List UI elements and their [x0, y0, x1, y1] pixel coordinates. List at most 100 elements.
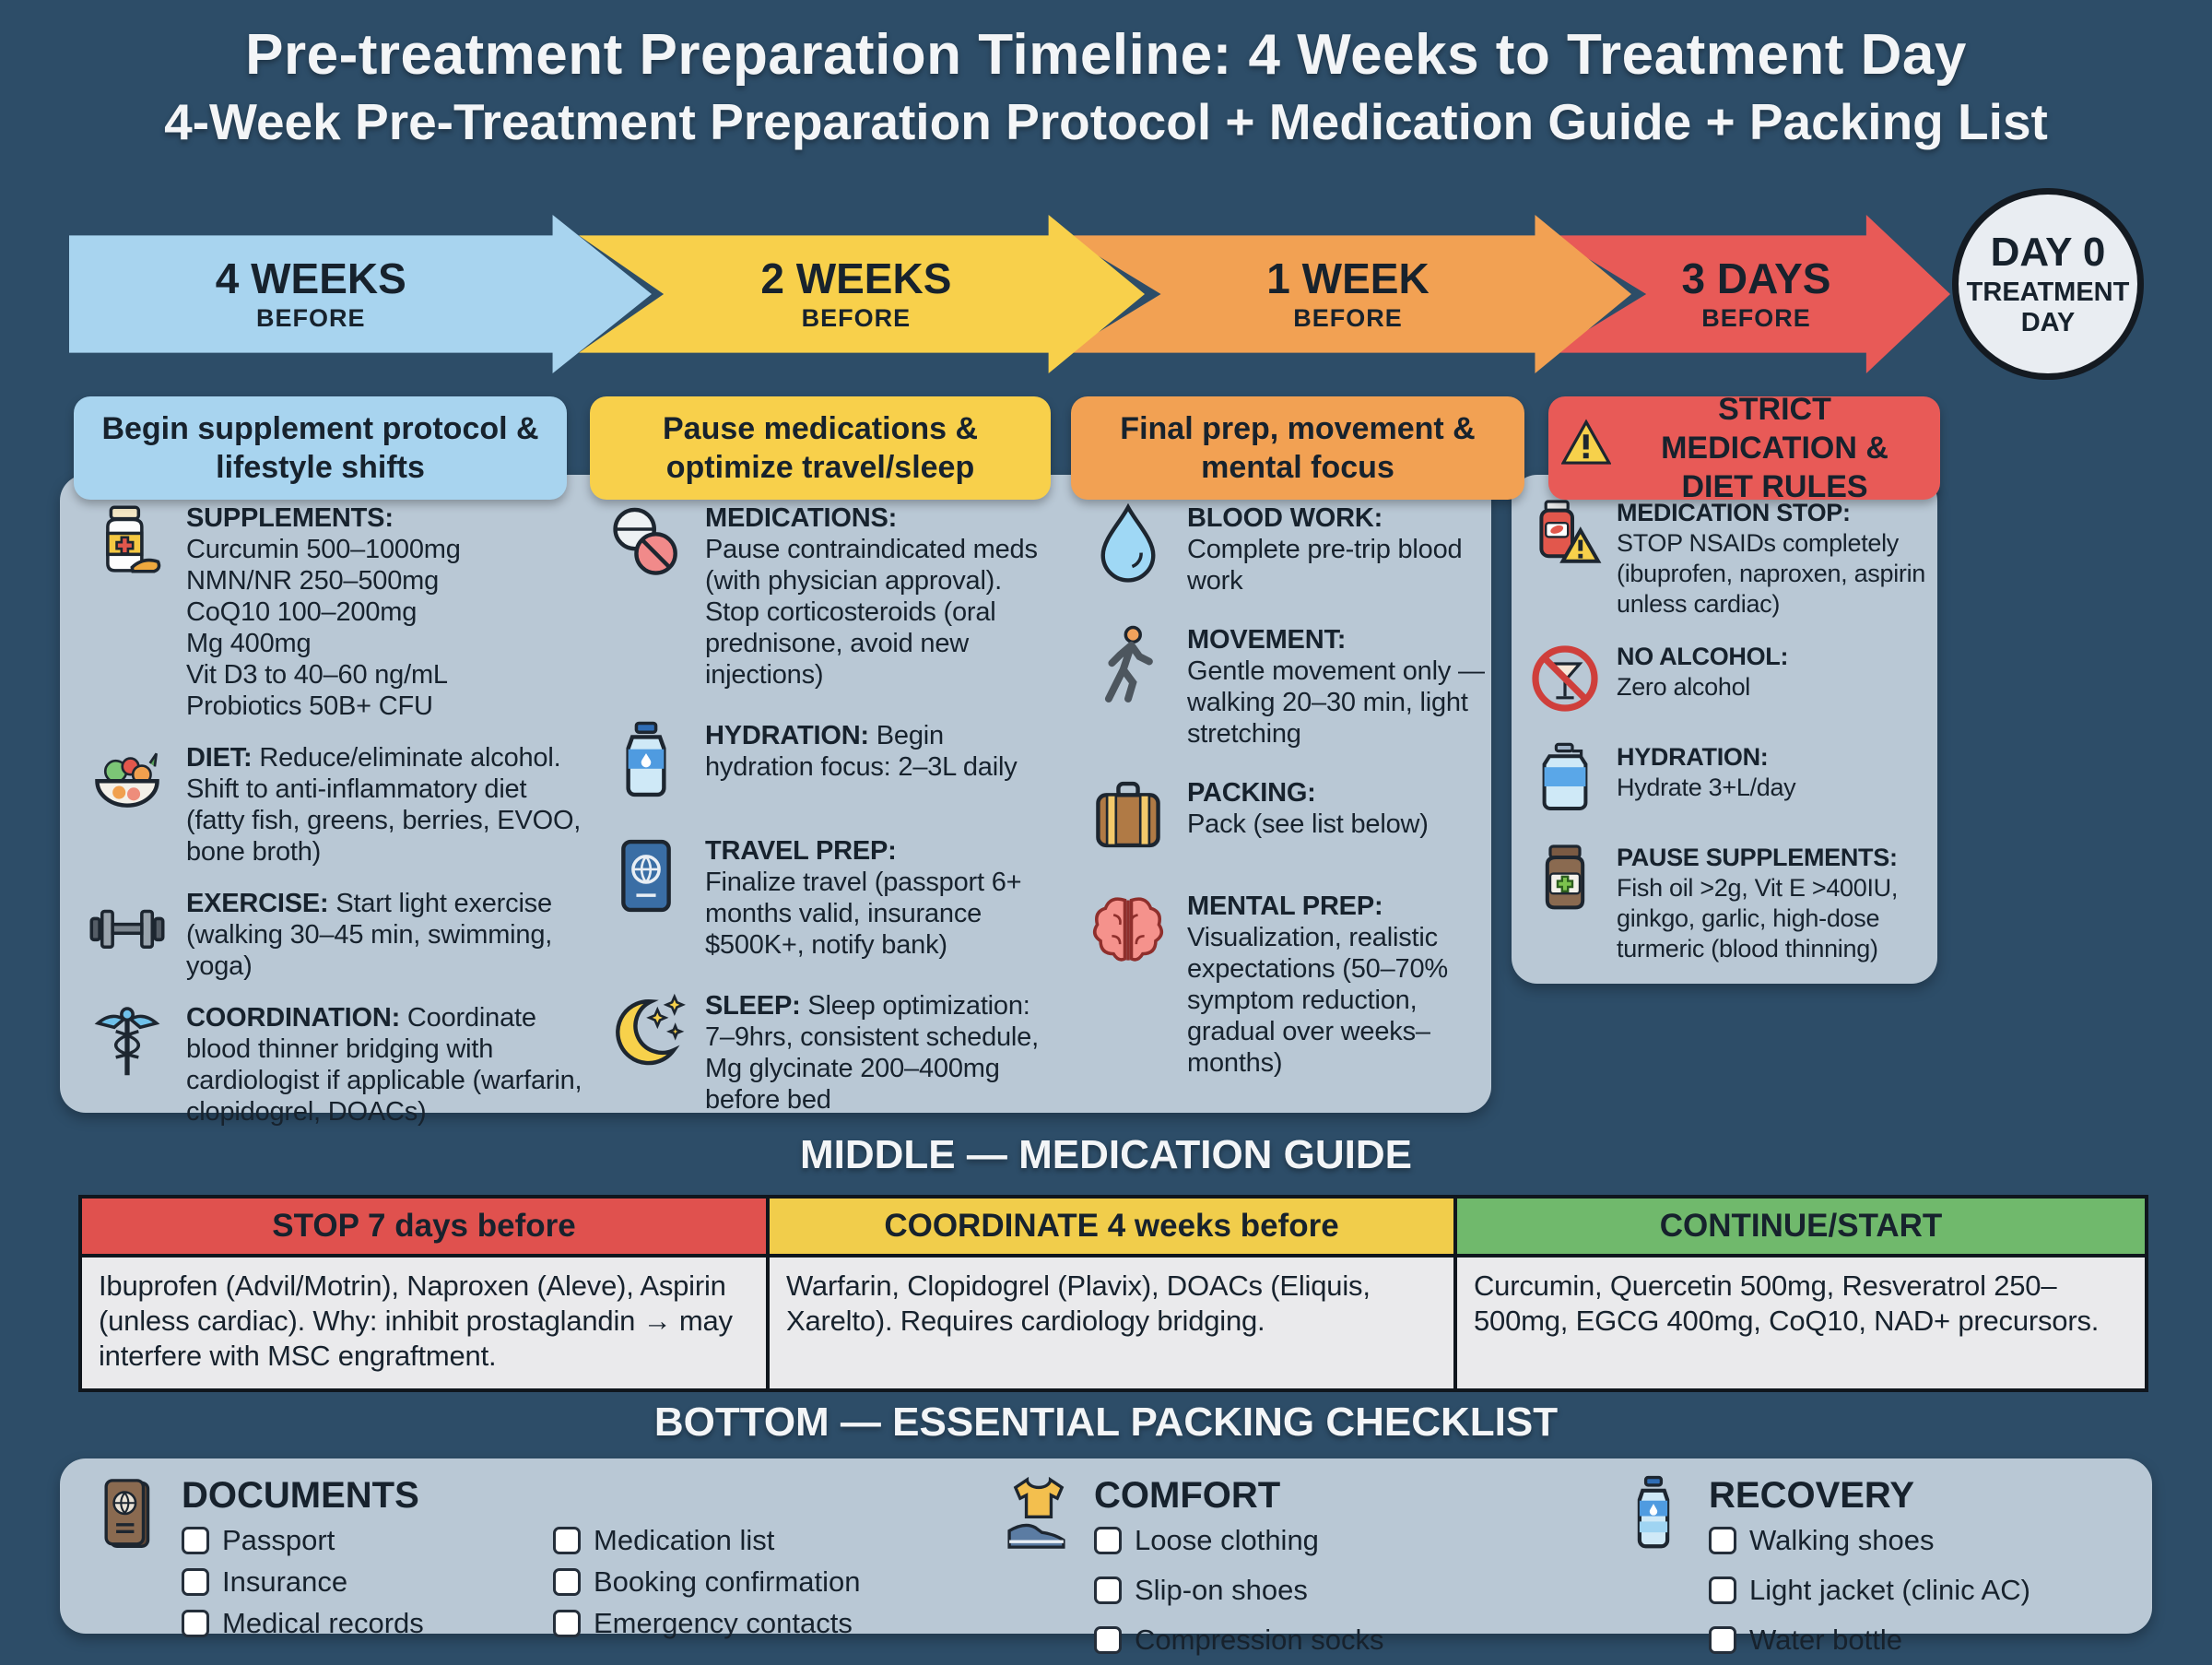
- protocol-item-text: TRAVEL PREP:Finalize travel (passport 6+…: [705, 836, 1022, 960]
- protocol-item: NO ALCOHOL:Zero alcohol: [1526, 642, 1937, 720]
- protocol-item-text: SLEEP: Sleep optimization: 7–9hrs, consi…: [705, 991, 1039, 1115]
- medication-guide-heading: MIDDLE — MEDICATION GUIDE: [799, 1132, 1413, 1177]
- protocol-item-title: DIET:: [186, 743, 253, 773]
- packing-checklist-heading: BOTTOM — ESSENTIAL PACKING CHECKLIST: [653, 1399, 1559, 1445]
- protocol-item: EXERCISE: Start light exercise (walking …: [85, 888, 590, 982]
- med-guide-header-cell: COORDINATE 4 weeks before: [770, 1199, 1457, 1258]
- dumbbell-icon: [87, 888, 168, 974]
- column-header-chip-3: Final prep, movement & mental focus: [1071, 396, 1524, 500]
- pills-icon: [606, 502, 687, 588]
- checkbox[interactable]: [1709, 1626, 1736, 1654]
- checkbox[interactable]: [1709, 1576, 1736, 1604]
- water-jug-icon: [1528, 742, 1602, 821]
- supplement-bottle-icon: [87, 502, 168, 588]
- checkbox[interactable]: [182, 1568, 209, 1596]
- moon-stars-icon: [606, 990, 687, 1076]
- salad-bowl-icon: [87, 742, 168, 828]
- protocol-item-text: MENTAL PREP:Visualization, realistic exp…: [1187, 892, 1448, 1078]
- droplet-icon: [1088, 502, 1169, 588]
- protocol-item-text: MEDICATIONS:Pause contraindicated meds (…: [705, 503, 1038, 690]
- protocol-item-text: HYDRATION:Hydrate 3+L/day: [1617, 743, 1796, 801]
- protocol-item: PAUSE SUPPLEMENTS:Fish oil >2g, Vit E >4…: [1526, 843, 1937, 964]
- checkbox[interactable]: [182, 1610, 209, 1637]
- protocol-item-title: PAUSE SUPPLEMENTS:: [1617, 844, 1898, 871]
- protocol-item-title: MEDICATIONS:: [705, 503, 898, 533]
- checkbox[interactable]: [553, 1610, 581, 1637]
- protocol-item: BLOOD WORK:Complete pre-trip blood work: [1086, 502, 1502, 596]
- checkbox-label: Emergency contacts: [594, 1607, 853, 1639]
- checklist-item: Slip-on shoes: [1094, 1574, 1383, 1607]
- column-header-label: Final prep, movement & mental focus: [1120, 411, 1476, 485]
- checklist-item: Passport: [182, 1524, 511, 1557]
- stage-sublabel: BEFORE: [256, 304, 366, 332]
- checkbox[interactable]: [1709, 1527, 1736, 1554]
- column-header-label: Pause medications & optimize travel/slee…: [662, 411, 978, 485]
- checkbox-label: Walking shoes: [1749, 1524, 1935, 1556]
- checkbox[interactable]: [1094, 1576, 1122, 1604]
- protocol-item: SLEEP: Sleep optimization: 7–9hrs, consi…: [604, 990, 1057, 1116]
- packing-group-title: COMFORT: [1094, 1475, 1281, 1516]
- checkbox-label: Light jacket (clinic AC): [1749, 1574, 2030, 1606]
- protocol-item-text: MEDICATION STOP:STOP NSAIDs completely (…: [1617, 499, 1926, 618]
- packing-group-title: RECOVERY: [1709, 1475, 1915, 1516]
- documents-passport-icon: [88, 1479, 165, 1556]
- checklist-item: Loose clothing: [1094, 1524, 1383, 1557]
- caduceus-icon: [87, 1002, 168, 1088]
- protocol-item-title: MENTAL PREP:: [1187, 892, 1383, 921]
- protocol-item-text: PAUSE SUPPLEMENTS:Fish oil >2g, Vit E >4…: [1617, 844, 1899, 962]
- checkbox[interactable]: [553, 1527, 581, 1554]
- protocol-item: HYDRATION:Hydrate 3+L/day: [1526, 742, 1937, 821]
- water-bottle-icon: [606, 720, 687, 806]
- protocol-item-title: SLEEP:: [705, 991, 801, 1021]
- protocol-item-title: SUPPLEMENTS:: [186, 503, 394, 533]
- stage-sublabel: BEFORE: [1701, 304, 1811, 332]
- checklist-item: Compression socks: [1094, 1624, 1383, 1657]
- checkbox-label: Booking confirmation: [594, 1565, 861, 1598]
- passport-icon: [606, 835, 687, 921]
- page-subtitle: 4-Week Pre-Treatment Preparation Protoco…: [164, 93, 2048, 150]
- checkbox[interactable]: [1094, 1626, 1122, 1654]
- protocol-item: MENTAL PREP:Visualization, realistic exp…: [1086, 891, 1502, 1079]
- med-guide-body-cell: Curcumin, Quercetin 500mg, Resveratrol 2…: [1457, 1258, 2145, 1388]
- column-header-chip-2: Pause medications & optimize travel/slee…: [590, 396, 1051, 500]
- checkbox-label: Loose clothing: [1135, 1524, 1319, 1556]
- protocol-item: PACKING:Pack (see list below): [1086, 777, 1502, 863]
- no-alcohol-icon: [1528, 642, 1602, 720]
- checkbox[interactable]: [553, 1568, 581, 1596]
- checkbox-label: Compression socks: [1135, 1624, 1384, 1656]
- protocol-item-title: PACKING:: [1187, 778, 1316, 808]
- checkbox[interactable]: [182, 1527, 209, 1554]
- protocol-item: MEDICATIONS:Pause contraindicated meds (…: [604, 502, 1057, 691]
- checkbox-label: Medical records: [222, 1607, 424, 1639]
- recovery-bottle-icon: [1615, 1475, 1692, 1556]
- suitcase-icon: [1088, 777, 1169, 863]
- brain-icon: [1088, 891, 1169, 976]
- comfort-clothing-icon: [1000, 1476, 1077, 1556]
- day0-sublabel: TREATMENT DAY: [1966, 278, 2130, 337]
- med-guide-body-cell: Ibuprofen (Advil/Motrin), Naproxen (Alev…: [82, 1258, 770, 1388]
- protocol-item-title: MOVEMENT:: [1187, 625, 1347, 655]
- column-header-chip-1: Begin supplement protocol & lifestyle sh…: [74, 396, 567, 500]
- protocol-item-text: MOVEMENT:Gentle movement only — walking …: [1187, 625, 1485, 749]
- stage-label: 1 WEEK: [1266, 254, 1430, 302]
- med-guide-body-cell: Warfarin, Clopidogrel (Plavix), DOACs (E…: [770, 1258, 1457, 1388]
- protocol-item-title: BLOOD WORK:: [1187, 503, 1383, 533]
- checklist-item: Light jacket (clinic AC): [1709, 1574, 2030, 1607]
- protocol-item-text: NO ALCOHOL:Zero alcohol: [1617, 643, 1789, 701]
- packing-group-title: DOCUMENTS: [182, 1475, 419, 1516]
- page-title: Pre-treatment Preparation Timeline: 4 We…: [245, 23, 1967, 87]
- checklist-item: Emergency contacts: [553, 1607, 882, 1640]
- checkbox[interactable]: [1094, 1527, 1122, 1554]
- protocol-item: HYDRATION: Begin hydration focus: 2–3L d…: [604, 720, 1057, 806]
- protocol-item-title: HYDRATION:: [1617, 743, 1769, 771]
